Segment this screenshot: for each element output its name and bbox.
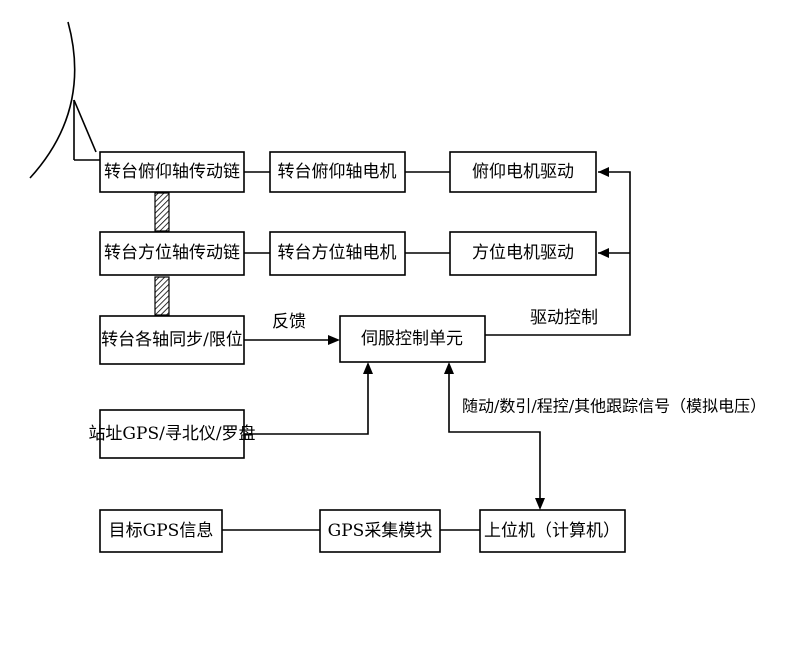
pitch-chain-box: 转台俯仰轴传动链	[99, 151, 245, 193]
arrowhead	[598, 167, 609, 177]
feedback-label: 反馈	[272, 312, 306, 332]
pitch-driver-box: 俯仰电机驱动	[449, 151, 597, 193]
target-gps-label: 目标GPS信息	[109, 521, 214, 541]
azimuth-motor-label: 转台方位轴电机	[278, 243, 397, 263]
azimuth-driver-label: 方位电机驱动	[472, 243, 574, 263]
shaft-coupling-upper	[154, 192, 170, 232]
antenna-icon	[29, 21, 100, 179]
azimuth-chain-box: 转台方位轴传动链	[99, 231, 245, 276]
sync-limit-label: 转台各轴同步/限位	[101, 330, 243, 350]
site-gps-label: 站址GPS/寻北仪/罗盘	[88, 424, 255, 444]
arrowhead	[535, 498, 545, 510]
target-gps-box: 目标GPS信息	[99, 509, 223, 553]
site-gps-box: 站址GPS/寻北仪/罗盘	[88, 409, 256, 459]
arrowhead	[363, 362, 373, 374]
pitch-chain-label: 转台俯仰轴传动链	[104, 162, 240, 182]
azimuth-chain-label: 转台方位轴传动链	[104, 243, 240, 263]
host-pc-box: 上位机（计算机）	[479, 509, 626, 553]
azimuth-driver-box: 方位电机驱动	[449, 231, 597, 276]
pitch-driver-label: 俯仰电机驱动	[472, 162, 574, 182]
gps-module-box: GPS采集模块	[319, 509, 441, 553]
pitch-motor-box: 转台俯仰轴电机	[269, 151, 406, 193]
azimuth-motor-box: 转台方位轴电机	[269, 231, 406, 276]
drive-control-label: 驱动控制	[530, 308, 598, 328]
servo-unit-label: 伺服控制单元	[361, 329, 463, 349]
tracking-signal-label: 随动/数引/程控/其他跟踪信号（模拟电压）	[462, 397, 766, 416]
arrowhead	[598, 248, 609, 258]
arrowhead	[328, 335, 340, 345]
pitch-motor-label: 转台俯仰轴电机	[278, 162, 397, 182]
host-pc-label: 上位机（计算机）	[484, 521, 620, 541]
shaft-coupling-lower	[154, 276, 170, 316]
sync-limit-box: 转台各轴同步/限位	[99, 315, 245, 365]
servo-unit-box: 伺服控制单元	[339, 315, 486, 363]
arrowhead	[444, 362, 454, 374]
connections	[222, 171, 631, 531]
gps-module-label: GPS采集模块	[328, 521, 433, 541]
